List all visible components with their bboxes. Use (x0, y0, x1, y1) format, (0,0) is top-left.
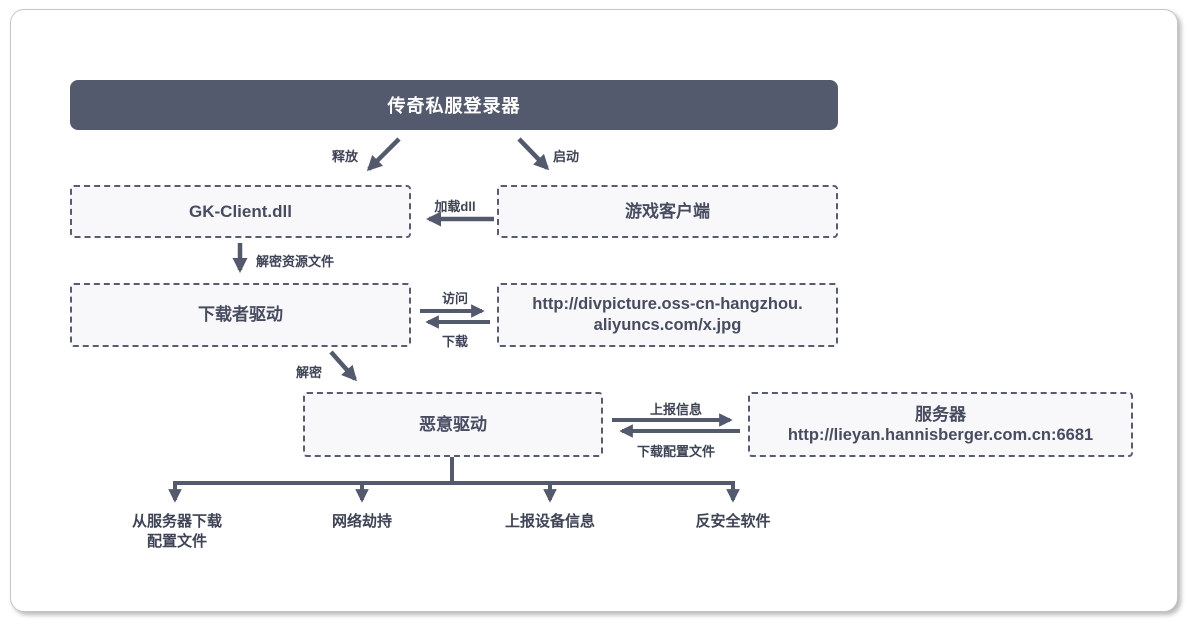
node-downloader-driver-label: 下载者驱动 (198, 305, 283, 325)
behavior-anti-security: 反安全软件 (695, 512, 770, 532)
node-launcher-label: 传奇私服登录器 (387, 96, 521, 116)
node-server-title: 服务器 (915, 404, 966, 424)
behavior-download-config-line2: 配置文件 (146, 532, 208, 550)
behavior-download-config: 从服务器下载 配置文件 (132, 512, 222, 551)
edge-label-decrypt-resource-file: 解密资源文件 (256, 254, 335, 269)
behavior-network-hijack: 网络劫持 (332, 512, 392, 532)
node-game-client: 游戏客户端 (497, 185, 838, 238)
behavior-report-device-info: 上报设备信息 (505, 512, 595, 532)
edge-label-launch: 启动 (553, 149, 580, 164)
behavior-report-device-info-line1: 上报设备信息 (504, 513, 596, 530)
node-launcher: 传奇私服登录器 (70, 80, 838, 130)
behavior-download-config-line1: 从服务器下载 (131, 513, 223, 530)
behavior-network-hijack-line1: 网络劫持 (331, 513, 393, 530)
edge-label-report-info: 上报信息 (649, 402, 703, 417)
node-gk-client-dll: GK-Client.dll (70, 185, 411, 238)
node-downloader-driver: 下载者驱动 (70, 283, 411, 347)
node-gk-client-dll-label: GK-Client.dll (189, 201, 292, 221)
node-malicious-driver: 恶意驱动 (303, 392, 603, 457)
behavior-anti-security-line1: 反安全软件 (695, 513, 771, 530)
payload-url-line2: aliyuncs.com/x.jpg (593, 316, 742, 334)
node-malicious-driver-label: 恶意驱动 (419, 414, 487, 434)
node-server-url: http://lieyan.hannisberger.com.cn:6681 (787, 425, 1094, 444)
edge-label-download: 下载 (441, 334, 469, 349)
node-payload-url: http://divpicture.oss-cn-hangzhou. aliyu… (497, 283, 838, 347)
node-server: 服务器 http://lieyan.hannisberger.com.cn:66… (748, 392, 1133, 457)
payload-url-line1: http://divpicture.oss-cn-hangzhou. (532, 295, 803, 314)
edge-label-load-dll: 加载dll (434, 199, 476, 214)
edge-label-access: 访问 (441, 291, 469, 306)
edge-label-release: 释放 (331, 149, 358, 164)
node-game-client-label: 游戏客户端 (625, 201, 710, 221)
edge-label-download-config-file: 下载配置文件 (636, 444, 716, 459)
edge-label-decrypt: 解密 (295, 365, 322, 380)
